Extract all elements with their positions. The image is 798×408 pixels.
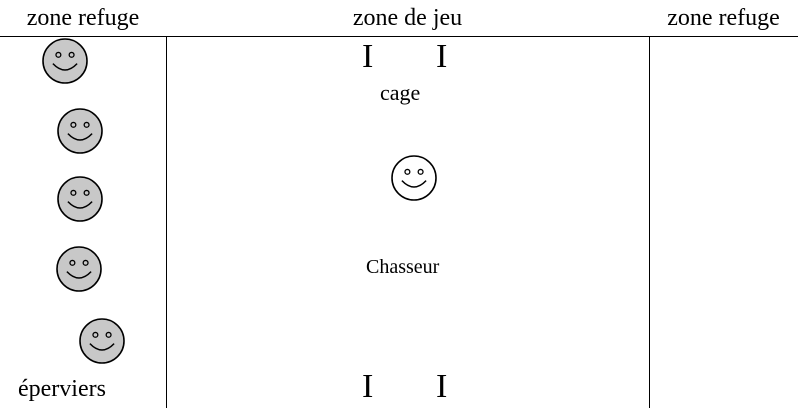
chasseur-face <box>391 155 437 201</box>
eperviers-label: éperviers <box>18 376 106 402</box>
cage-post-top-right: I <box>436 38 448 75</box>
epervier-face <box>57 108 103 154</box>
cage-post-bottom-left: I <box>362 368 374 405</box>
left-zone-border <box>166 37 167 408</box>
epervier-face <box>42 38 88 84</box>
epervier-face <box>57 176 103 222</box>
header-left-refuge: zone refuge <box>26 5 140 31</box>
chasseur-label: Chasseur <box>366 256 440 278</box>
cage-label: cage <box>380 80 421 105</box>
epervier-face <box>79 318 125 364</box>
cage-post-bottom-right: I <box>436 368 448 405</box>
header-play-zone: zone de jeu <box>352 5 463 31</box>
right-zone-border <box>649 37 650 408</box>
epervier-face <box>56 246 102 292</box>
cage-post-top-left: I <box>362 38 374 75</box>
header-right-refuge: zone refuge <box>667 5 780 31</box>
header-divider <box>0 36 798 37</box>
